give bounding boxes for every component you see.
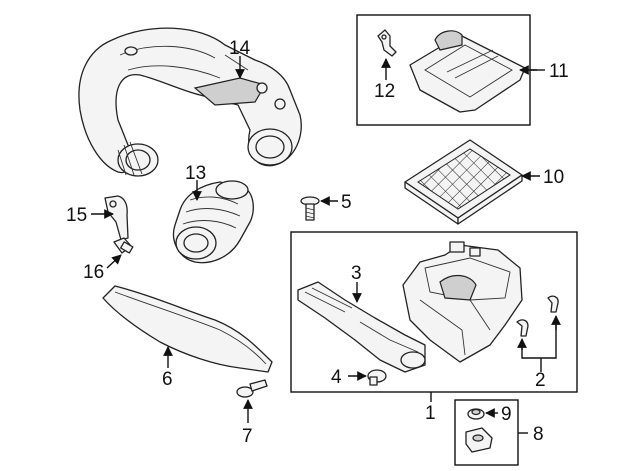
callout-2: 2	[535, 370, 546, 391]
callout-4: 4	[331, 367, 342, 388]
air-filter-part[interactable]	[404, 139, 523, 225]
air-guide-part[interactable]	[102, 285, 273, 373]
bracket-part[interactable]	[104, 195, 129, 241]
callout-6: 6	[162, 369, 173, 390]
group-box-1	[290, 231, 578, 393]
leader-16	[106, 254, 122, 269]
grommet-part[interactable]	[467, 408, 485, 420]
clip-2a-part[interactable]	[516, 319, 529, 337]
callout-13: 13	[185, 163, 206, 184]
intake-duct-part[interactable]	[78, 27, 302, 177]
inlet-duct-part[interactable]	[297, 281, 426, 373]
callout-9: 9	[501, 404, 512, 425]
callout-15: 15	[66, 205, 87, 226]
clip-12-part[interactable]	[377, 29, 397, 57]
clip-2b-part[interactable]	[547, 295, 559, 313]
callout-1: 1	[425, 403, 436, 424]
air-cleaner-lid-part[interactable]	[409, 30, 526, 113]
callout-12: 12	[374, 81, 395, 102]
callout-16: 16	[83, 262, 104, 283]
callout-8: 8	[533, 424, 544, 445]
bolt-5-part[interactable]	[300, 196, 320, 221]
callout-7: 7	[242, 426, 253, 447]
callout-5: 5	[341, 192, 352, 213]
air-cleaner-housing-part[interactable]	[402, 241, 523, 363]
bolt-4-part[interactable]	[367, 369, 387, 386]
push-pin-part[interactable]	[236, 379, 268, 398]
callout-14: 14	[229, 38, 251, 59]
mount-part[interactable]	[465, 427, 493, 453]
bolt-16-part[interactable]	[113, 237, 134, 254]
callout-10: 10	[543, 167, 564, 188]
resonator-coupler-part[interactable]	[172, 180, 254, 264]
callout-11: 11	[549, 61, 569, 82]
callout-3: 3	[351, 263, 362, 284]
